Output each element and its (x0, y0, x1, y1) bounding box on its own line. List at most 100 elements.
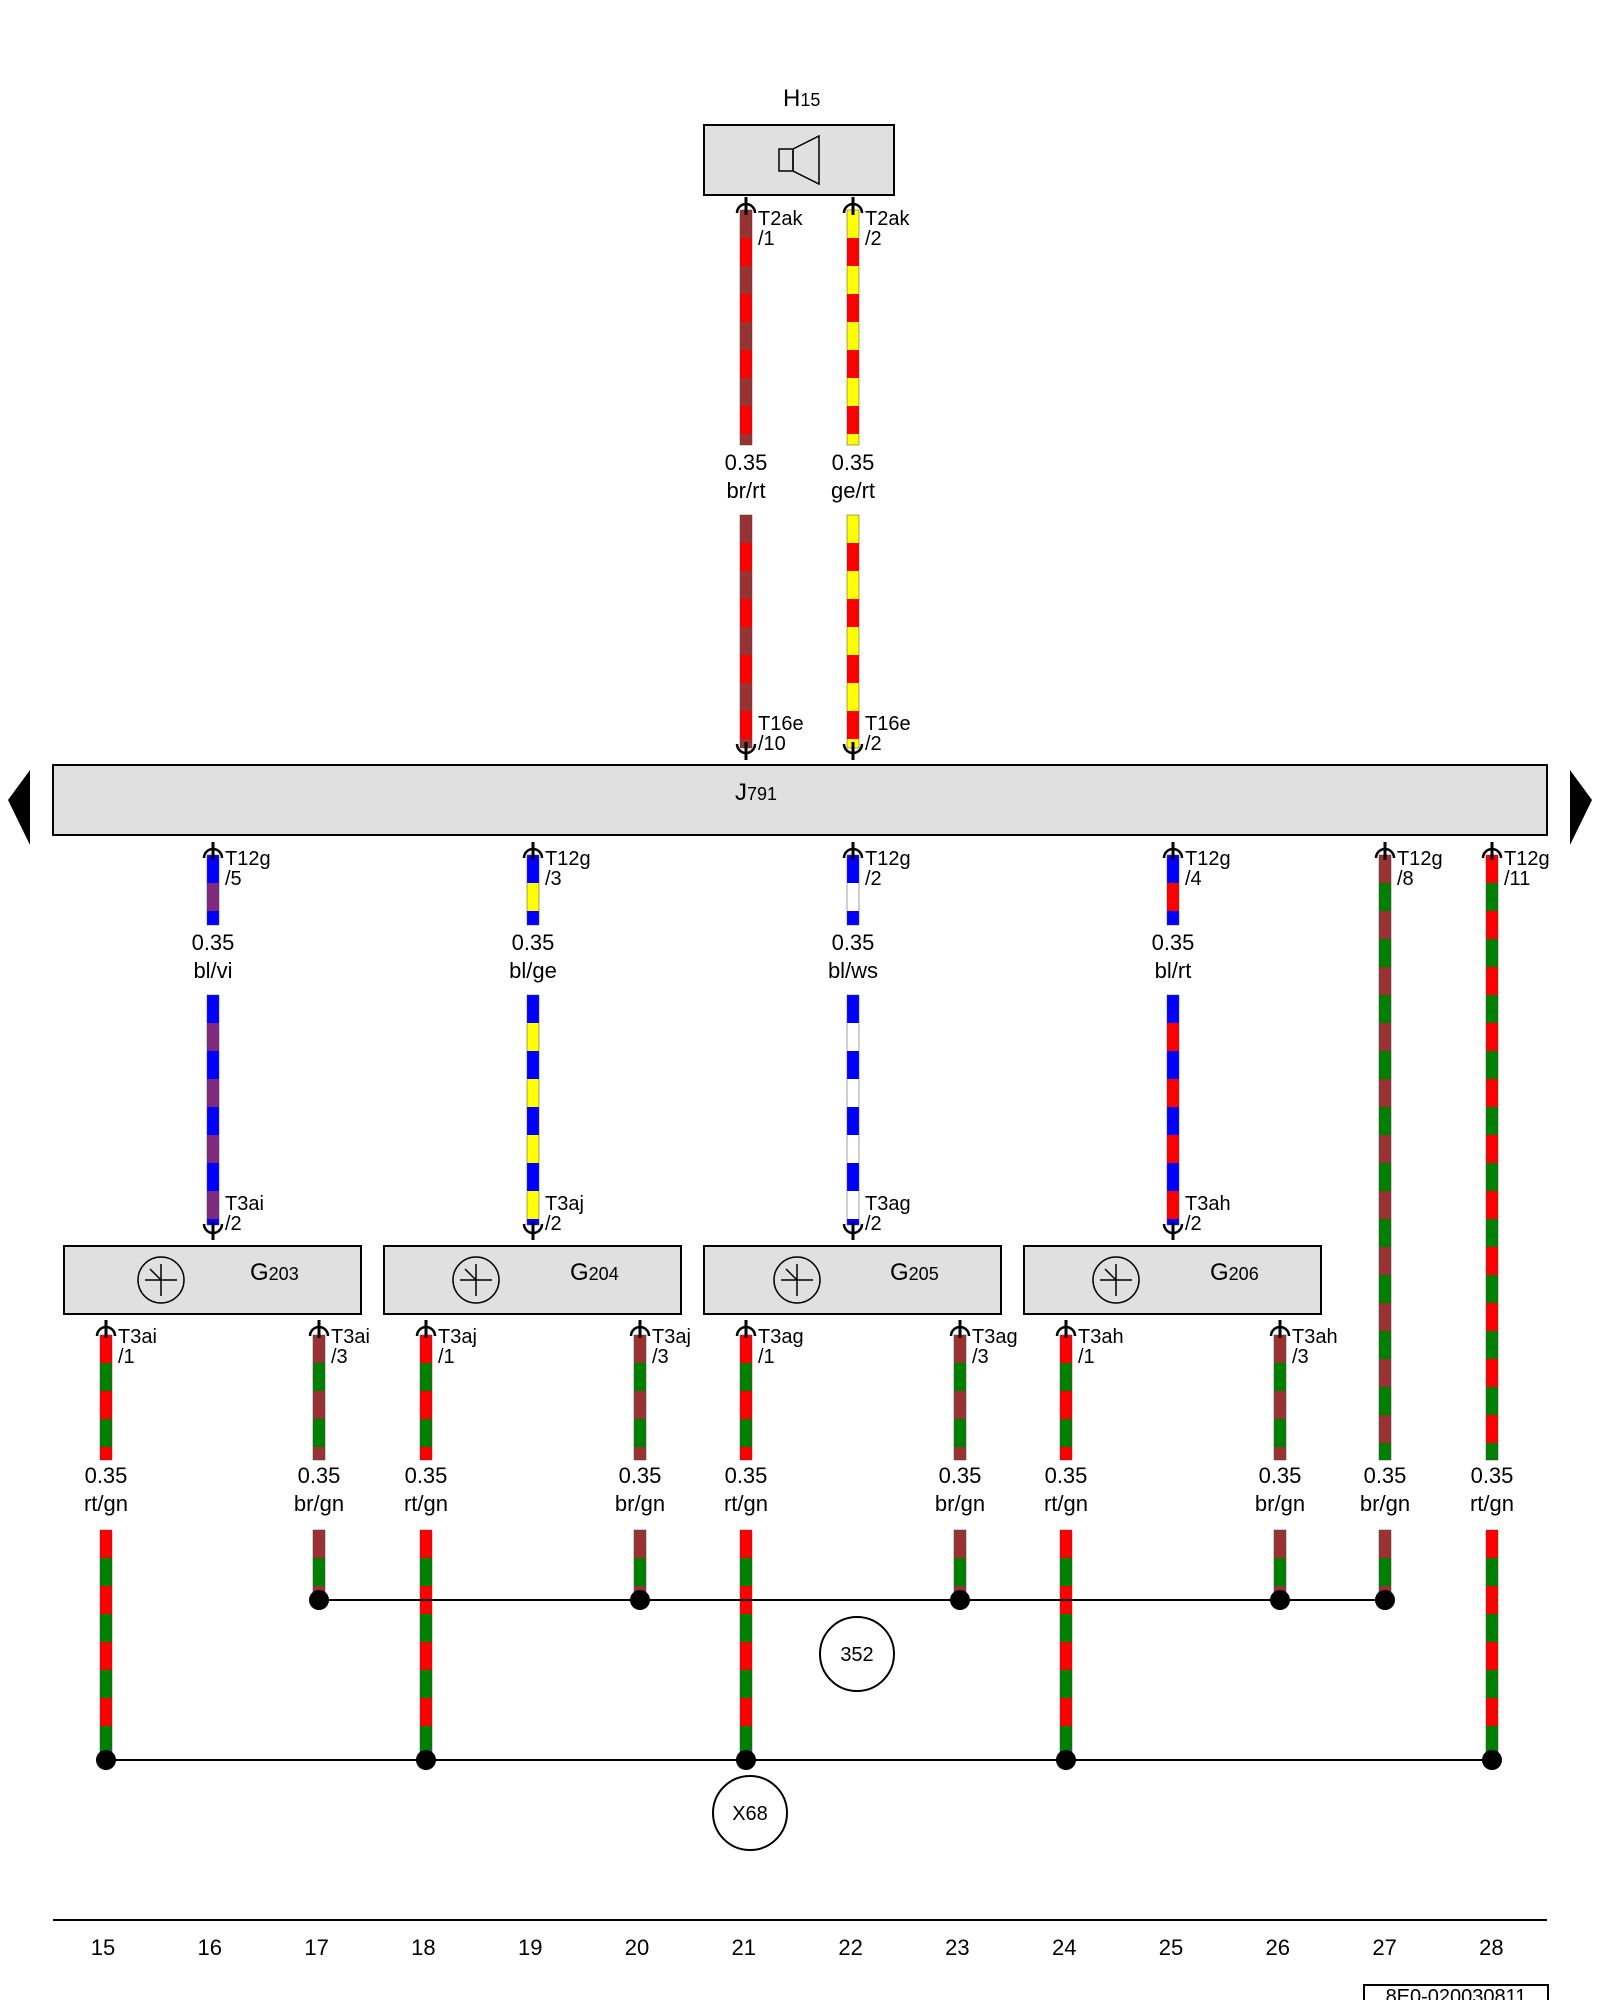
connector-label: T3aj (545, 1193, 584, 1215)
track-number: 24 (1052, 1935, 1076, 1960)
connector-label: T12g (545, 848, 591, 870)
wire-rt-gn[interactable] (1485, 1529, 1499, 1761)
junction-dot (1375, 1590, 1395, 1610)
wire-color-label: br/gn (294, 1491, 344, 1516)
wire-br-gn[interactable] (1378, 1529, 1392, 1601)
sensor-icon (773, 1256, 821, 1304)
sensor-g204[interactable]: G204 (383, 1245, 682, 1315)
wire-bl-ge[interactable] (526, 994, 540, 1226)
wire-bl-ws[interactable] (846, 994, 860, 1226)
wire-bl-rt[interactable] (1166, 854, 1180, 926)
wire-rt-gn[interactable] (1485, 854, 1499, 1461)
connector-label: T3ah (1078, 1326, 1124, 1348)
track-number: 22 (838, 1935, 862, 1960)
track-number: 17 (304, 1935, 328, 1960)
wire-br-gn[interactable] (633, 1334, 647, 1461)
track-number: 26 (1266, 1935, 1290, 1960)
connector-pin-label: /3 (652, 1346, 669, 1368)
wire-rt-gn[interactable] (739, 1529, 753, 1761)
connector-pin-icon (522, 1222, 544, 1240)
sensor-icon (1092, 1256, 1140, 1304)
junction-352[interactable]: 352 (819, 1616, 895, 1692)
marks-layer: 0.35br/rtT2ak/1T16e/100.35ge/rtT2ak/2T16… (84, 197, 1550, 1770)
wire-rt-gn[interactable] (419, 1334, 433, 1461)
wire-bl-vi[interactable] (206, 854, 220, 926)
wire-size-label: 0.35 (512, 930, 555, 955)
sensor-box (703, 1245, 1002, 1315)
sensor-g203[interactable]: G203 (63, 1245, 362, 1315)
connector-pin-icon (735, 1320, 757, 1338)
connector-pin-label: /3 (331, 1346, 348, 1368)
wire-br-gn[interactable] (312, 1529, 326, 1601)
wire-color-label: bl/vi (193, 958, 232, 983)
connector-label: T3aj (652, 1326, 691, 1348)
connector-pin-label: /4 (1185, 868, 1202, 890)
connector-label: T2ak (758, 208, 803, 230)
junction-dot (630, 1590, 650, 1610)
wire-br-gn[interactable] (1273, 1334, 1287, 1461)
connector-label: T2ak (865, 208, 910, 230)
wire-bl-ge[interactable] (526, 854, 540, 926)
sensor-icon (137, 1256, 185, 1304)
wire-size-label: 0.35 (1152, 930, 1195, 955)
connector-pin-label: /2 (865, 1213, 882, 1235)
wire-rt-gn[interactable] (99, 1529, 113, 1761)
track-number: 28 (1479, 1935, 1503, 1960)
connector-label: T12g (1504, 848, 1550, 870)
wire-color-label: rt/gn (84, 1491, 128, 1516)
junction-x68[interactable]: X68 (712, 1775, 788, 1851)
wire-ge-rt[interactable] (846, 209, 860, 446)
wire-rt-gn[interactable] (419, 1529, 433, 1761)
continuation-arrow-icon (8, 770, 30, 845)
junction-dot (1270, 1590, 1290, 1610)
wire-size-label: 0.35 (939, 1463, 982, 1488)
wire-color-label: br/gn (1360, 1491, 1410, 1516)
sensor-g205[interactable]: G205 (703, 1245, 1002, 1315)
wire-br-rt[interactable] (739, 514, 753, 749)
sensor-g206[interactable]: G206 (1023, 1245, 1322, 1315)
wire-color-label: bl/rt (1155, 958, 1192, 983)
wire-bl-vi[interactable] (206, 994, 220, 1226)
connector-pin-label: /1 (758, 228, 775, 250)
connector-label: T12g (865, 848, 911, 870)
connector-pin-icon (629, 1320, 651, 1338)
junction-dot (416, 1750, 436, 1770)
connector-pin-icon (415, 1320, 437, 1338)
connector-pin-label: /2 (225, 1213, 242, 1235)
connector-pin-label: /10 (758, 733, 786, 755)
connector-pin-icon (1162, 842, 1184, 860)
connector-pin-icon (1055, 1320, 1077, 1338)
wire-br-rt[interactable] (739, 209, 753, 446)
connector-pin-icon (842, 842, 864, 860)
wire-rt-gn[interactable] (739, 1334, 753, 1461)
track-number: 15 (91, 1935, 115, 1960)
wire-rt-gn[interactable] (1059, 1529, 1073, 1761)
wire-bl-ws[interactable] (846, 854, 860, 926)
connector-pin-icon (95, 1320, 117, 1338)
wires-layer (99, 209, 1499, 1761)
control-unit-component[interactable]: J791 (52, 764, 1548, 836)
wire-rt-gn[interactable] (99, 1334, 113, 1461)
connector-label: T3ai (225, 1193, 264, 1215)
wire-color-label: br/gn (1255, 1491, 1305, 1516)
wire-br-gn[interactable] (1378, 854, 1392, 1461)
sensor-box (1023, 1245, 1322, 1315)
wire-br-gn[interactable] (1273, 1529, 1287, 1601)
connector-label: T3ah (1185, 1193, 1231, 1215)
wire-br-gn[interactable] (953, 1334, 967, 1461)
speaker-component[interactable]: H15 (703, 85, 895, 196)
wire-br-gn[interactable] (953, 1529, 967, 1601)
wire-size-label: 0.35 (1364, 1463, 1407, 1488)
connector-pin-label: /8 (1397, 868, 1414, 890)
wire-br-gn[interactable] (312, 1334, 326, 1461)
wire-bl-rt[interactable] (1166, 994, 1180, 1226)
wire-size-label: 0.35 (1259, 1463, 1302, 1488)
connector-label: T12g (225, 848, 271, 870)
wire-color-label: rt/gn (1044, 1491, 1088, 1516)
wire-br-gn[interactable] (633, 1529, 647, 1601)
speaker-box (703, 124, 895, 196)
wire-rt-gn[interactable] (1059, 1334, 1073, 1461)
wire-ge-rt[interactable] (846, 514, 860, 749)
wire-color-label: bl/ws (828, 958, 878, 983)
connector-pin-label: /1 (758, 1346, 775, 1368)
